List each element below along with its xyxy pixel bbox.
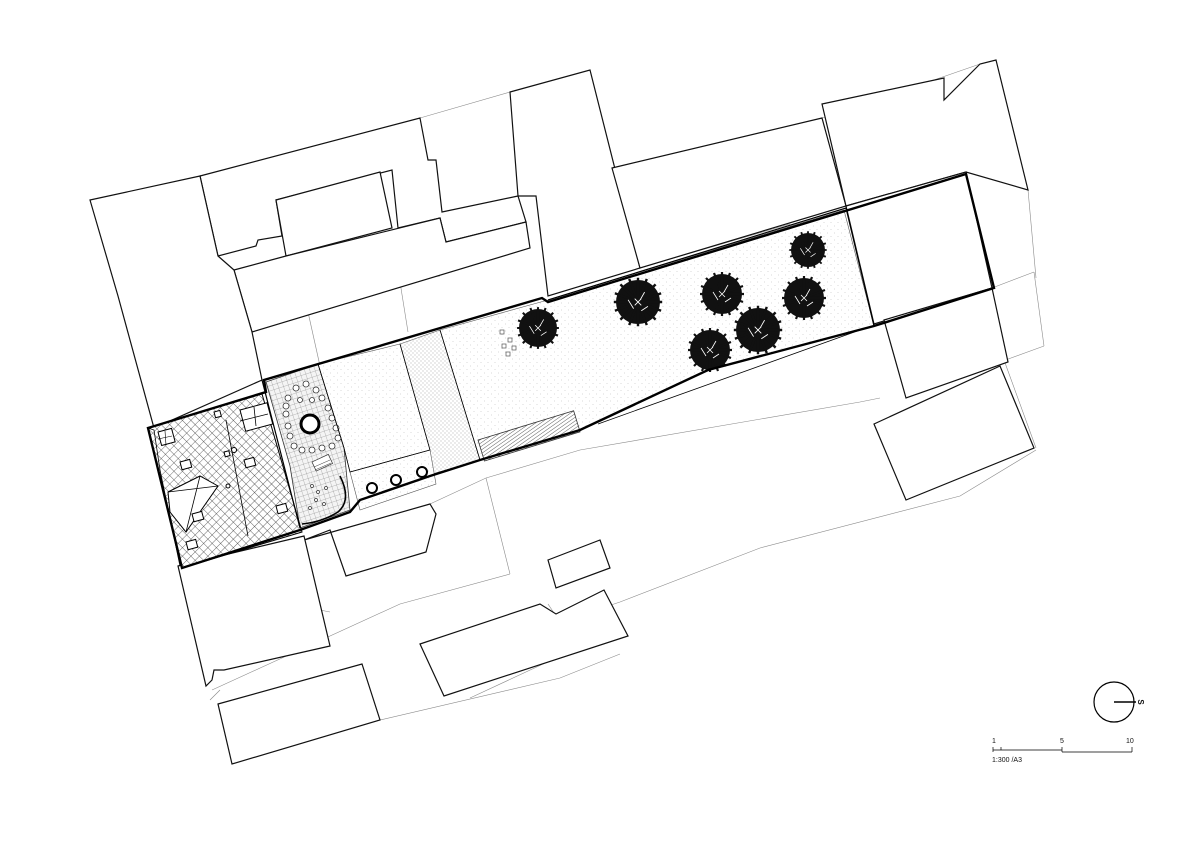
north-arrow: S bbox=[1093, 681, 1145, 723]
skylight-windows bbox=[157, 402, 289, 551]
scale-bar: 1 5 10 1:300 /A3 bbox=[992, 738, 1134, 764]
tree-2 bbox=[612, 276, 664, 328]
scale-tick-5: 5 bbox=[1060, 738, 1064, 745]
scale-tick-1: 1 bbox=[992, 738, 996, 745]
planter-circles bbox=[366, 466, 428, 494]
scale-label: 1:300 /A3 bbox=[992, 757, 1022, 764]
tree-6 bbox=[732, 304, 784, 356]
main-house-roof bbox=[147, 393, 303, 569]
tree-3 bbox=[698, 270, 746, 318]
striped-strip bbox=[477, 410, 581, 462]
tree-1 bbox=[516, 306, 560, 350]
north-arrow-letter: S bbox=[1136, 699, 1145, 705]
neighbouring-buildings bbox=[89, 59, 1035, 765]
scattered-stones bbox=[499, 329, 517, 357]
site-boundary bbox=[146, 172, 996, 570]
scale-tick-10: 10 bbox=[1126, 738, 1134, 745]
terrace-bench bbox=[308, 453, 334, 510]
curved-wall bbox=[301, 475, 347, 525]
scale-bar-line bbox=[992, 747, 1133, 753]
tree-4 bbox=[788, 230, 828, 270]
tree-5 bbox=[780, 274, 828, 322]
fountain-ring bbox=[299, 413, 321, 435]
